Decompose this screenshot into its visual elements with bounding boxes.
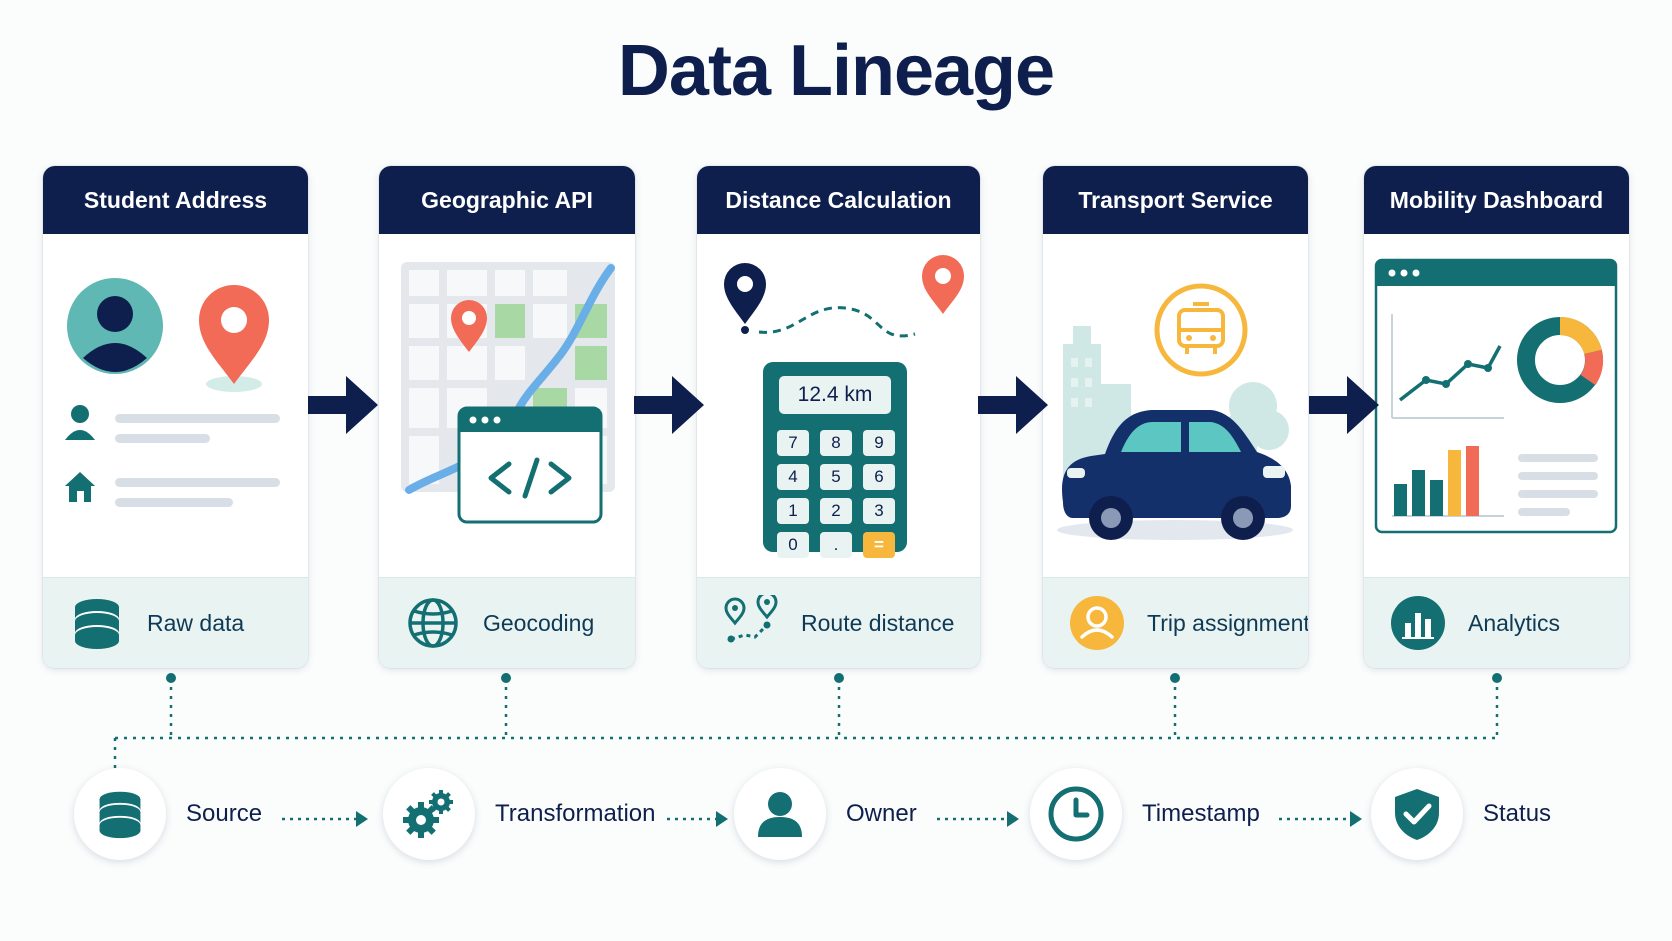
code-window-icon: [457, 406, 603, 524]
bar-chart-icon: [1390, 595, 1446, 651]
end-pin-icon: [922, 255, 964, 314]
person-row-icon: [65, 405, 95, 440]
distance-calculation-illustration: 12.4 km 7 8 9 4 5 6 1 2 3 0 . =: [697, 234, 980, 578]
shield-check-icon: [1371, 768, 1463, 860]
home-icon: [65, 472, 95, 502]
route-pins-icon: [723, 595, 779, 651]
calculator-key: 4: [777, 464, 809, 490]
database-icon: [69, 595, 125, 651]
calculator-key: .: [820, 532, 852, 558]
donut-chart-icon: [1517, 317, 1604, 403]
calculator-key: 7: [777, 430, 809, 456]
flow-arrow-icon: [978, 376, 1048, 434]
stage-card-student-address: Student Address: [43, 166, 308, 668]
bar-chart-icon: [1392, 446, 1504, 517]
calculator-key: 5: [820, 464, 852, 490]
stage-header: Distance Calculation: [697, 166, 980, 234]
calculator-key: 0: [777, 532, 809, 558]
calculator-key: 9: [863, 430, 895, 456]
metadata-label: Status: [1483, 800, 1552, 827]
calculator-equals-key: =: [863, 532, 895, 558]
bus-icon: [1154, 283, 1248, 377]
stage-footer: Raw data: [43, 577, 308, 668]
globe-icon: [405, 595, 461, 651]
stage-footer: Geocoding: [379, 577, 635, 668]
metadata-label: Owner: [846, 800, 917, 827]
page-title: Data Lineage: [617, 31, 1055, 111]
stage-card-transport-service: Transport Service: [1043, 166, 1308, 668]
calculator-key: 2: [820, 498, 852, 524]
stage-card-mobility-dashboard: Mobility Dashboard: [1364, 166, 1629, 668]
stage-footer-label: Route distance: [801, 609, 955, 636]
stage-footer: Route distance: [697, 577, 980, 668]
stage-footer-label: Geocoding: [483, 609, 595, 636]
student-address-illustration: [43, 234, 308, 578]
geographic-api-illustration: [379, 234, 635, 578]
stage-footer: Trip assignment: [1043, 577, 1308, 668]
stage-card-geographic-api: Geographic API: [379, 166, 635, 668]
stage-footer: Analytics: [1364, 577, 1629, 668]
location-pin-icon: [199, 285, 269, 392]
stage-header: Geographic API: [379, 166, 635, 234]
calculator-keypad: 7 8 9 4 5 6 1 2 3 0 . =: [777, 430, 895, 558]
line-chart-icon: [1391, 314, 1504, 419]
metadata-status: Status: [1371, 768, 1551, 860]
car-icon: [1057, 410, 1293, 540]
stage-header: Student Address: [43, 166, 308, 234]
user-badge-icon: [1069, 595, 1125, 651]
database-icon: [74, 768, 166, 860]
metadata-owner: Owner: [734, 768, 917, 860]
gears-icon: [383, 768, 475, 860]
calculator-display: 12.4 km: [797, 383, 873, 406]
flow-arrow-icon: [1309, 376, 1379, 434]
stage-header: Transport Service: [1043, 166, 1308, 234]
flow-arrow-icon: [308, 376, 378, 434]
stage-header: Mobility Dashboard: [1364, 166, 1629, 234]
stage-footer-label: Analytics: [1468, 609, 1561, 636]
metadata-label: Transformation: [495, 800, 656, 827]
stage-card-distance-calculation: Distance Calculation 12.4 km 7 8 9 4: [697, 166, 980, 668]
mobility-dashboard-illustration: [1364, 234, 1629, 578]
calculator-key: 8: [820, 430, 852, 456]
metadata-transformation: Transformation: [383, 768, 656, 860]
calculator-key: 6: [863, 464, 895, 490]
student-avatar-icon: [67, 278, 163, 374]
metadata-label: Source: [186, 800, 263, 827]
clock-icon: [1030, 768, 1122, 860]
flow-arrow-icon: [634, 376, 704, 434]
person-icon: [734, 768, 826, 860]
metadata-timestamp: Timestamp: [1030, 768, 1260, 860]
stage-footer-label: Raw data: [147, 609, 245, 636]
metadata-source: Source: [74, 768, 262, 860]
calculator-key: 3: [863, 498, 895, 524]
calculator-key: 1: [777, 498, 809, 524]
transport-service-illustration: [1043, 234, 1308, 578]
stage-footer-label: Trip assignment: [1147, 609, 1308, 636]
metadata-label: Timestamp: [1142, 800, 1260, 827]
start-pin-icon: [724, 263, 766, 334]
